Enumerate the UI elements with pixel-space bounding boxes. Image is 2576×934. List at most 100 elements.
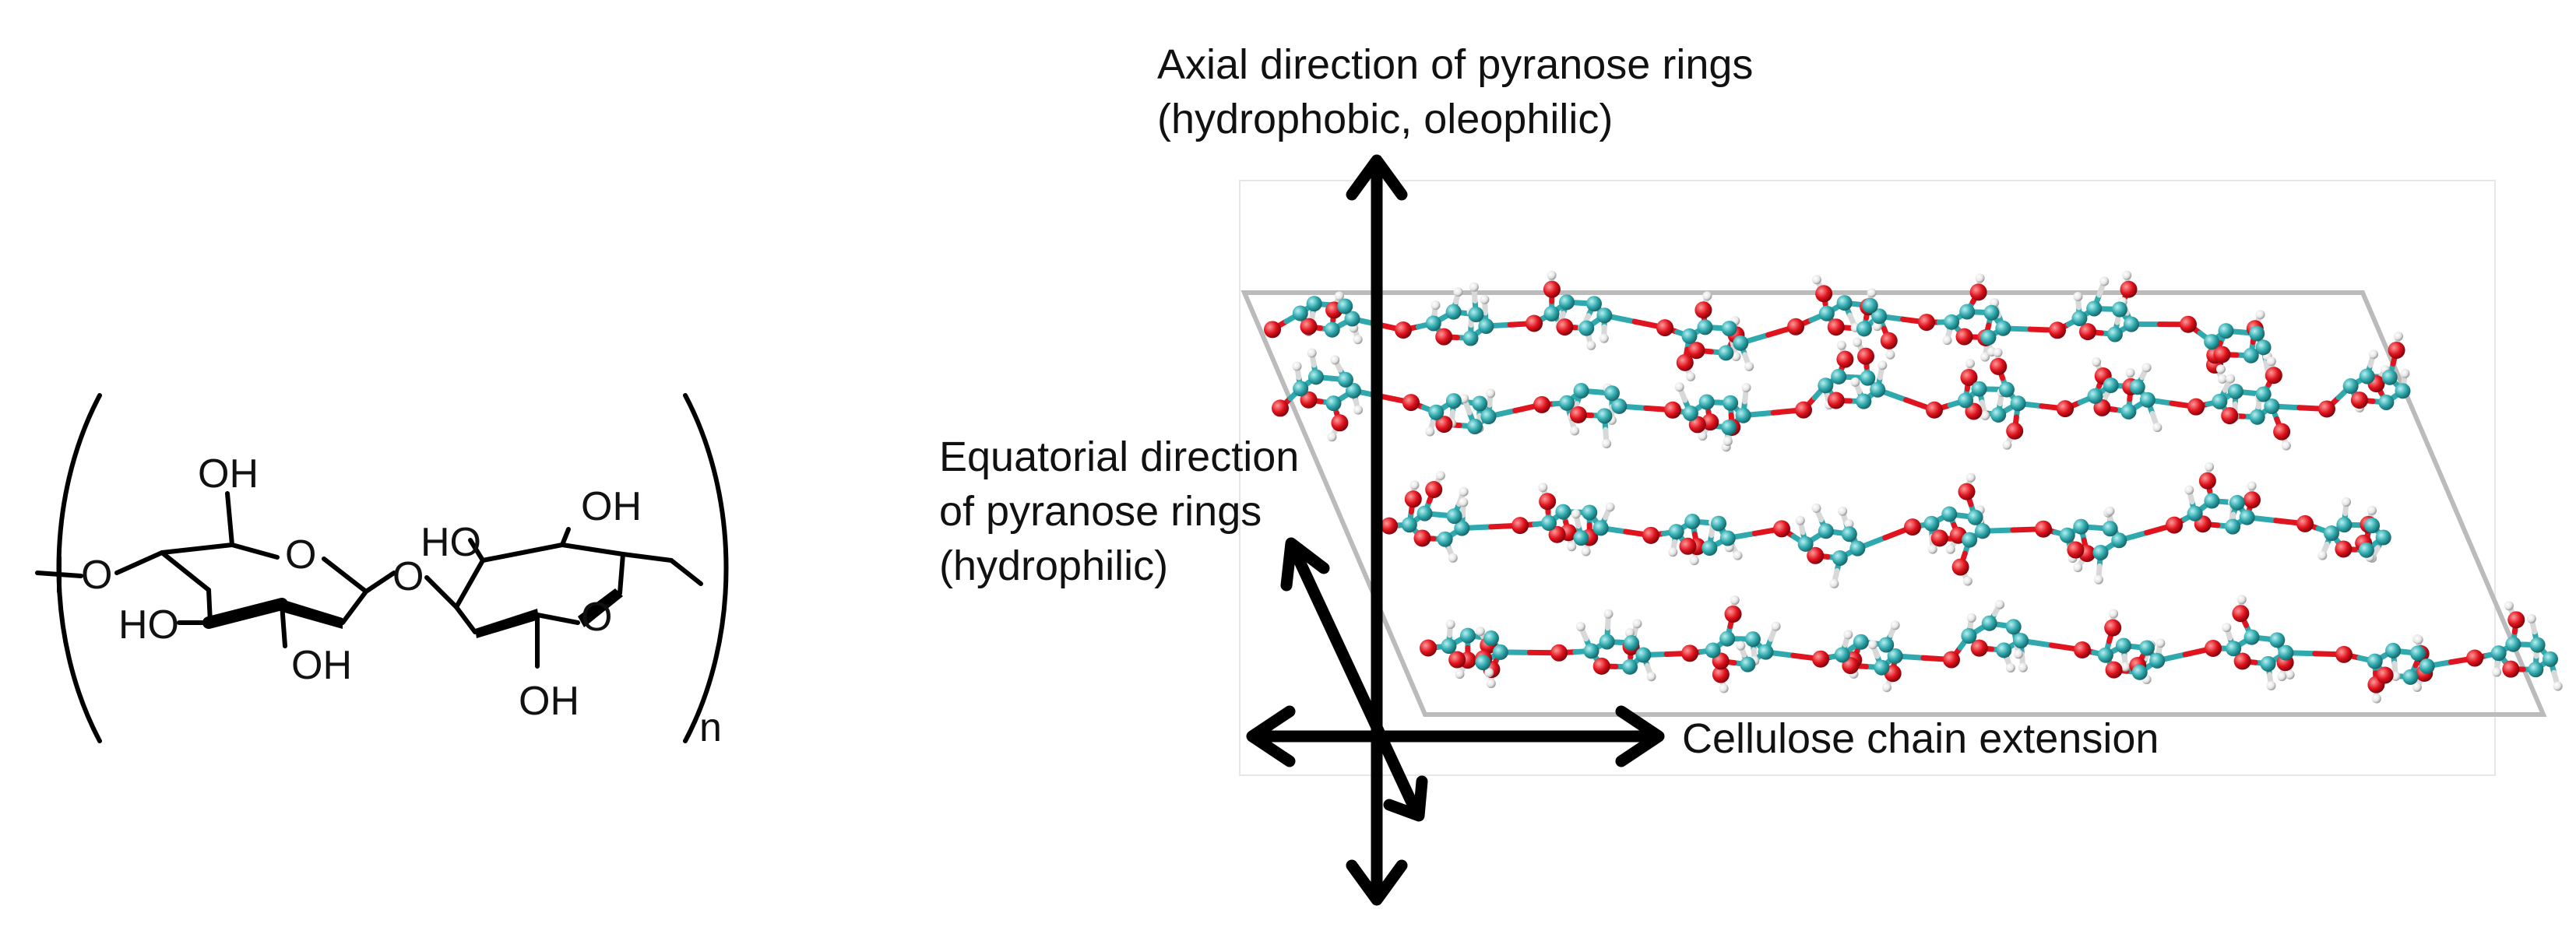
- hydrogen-atom: [1668, 547, 1678, 557]
- carbon-atom: [1959, 304, 1976, 320]
- carbon-atom: [1944, 314, 1960, 330]
- oxygen-atom: [1511, 517, 1529, 535]
- carbon-atom: [1635, 647, 1652, 663]
- carbon-atom: [1871, 308, 1888, 325]
- oxygen-atom: [1543, 280, 1561, 298]
- hydrogen-atom: [1571, 509, 1581, 519]
- carbon-atom: [1543, 306, 1560, 322]
- oxygen-atom: [1425, 481, 1443, 499]
- carbon-atom: [2358, 542, 2374, 558]
- carbon-atom: [1483, 630, 1499, 647]
- oxygen-atom: [2265, 367, 2282, 384]
- carbon-atom: [1723, 395, 1739, 411]
- carbon-atom: [2106, 326, 2123, 342]
- hydrogen-atom: [2317, 550, 2328, 560]
- oxygen-atom: [2166, 516, 2183, 534]
- carbon-atom: [2229, 494, 2245, 511]
- carbon-atom: [1990, 406, 2007, 423]
- carbon-atom: [1967, 509, 1983, 525]
- carbon-atom: [2255, 386, 2272, 402]
- carbon-atom: [1856, 393, 1872, 409]
- hydrogen-atom: [1927, 544, 1937, 554]
- carbon-atom: [1923, 515, 1940, 532]
- oxygen-atom: [1951, 558, 1969, 576]
- ho-label-right: HO: [421, 520, 481, 565]
- hydrogen-atom: [1962, 576, 1972, 586]
- hydrogen-atom: [2281, 441, 2291, 451]
- oxygen-atom: [2049, 321, 2066, 339]
- carbon-atom: [1996, 642, 2012, 658]
- carbon-atom: [1586, 296, 1603, 312]
- oxygen-atom: [1642, 526, 1659, 544]
- hydrogen-atom: [1993, 347, 2003, 357]
- carbon-atom: [1705, 642, 1721, 658]
- hydrogen-atom: [2073, 291, 2083, 301]
- oxygen-atom: [1795, 401, 1812, 419]
- hydrogen-atom: [1838, 506, 1848, 516]
- oxygen-atom: [1943, 651, 1960, 669]
- oxygen-atom: [1402, 394, 1420, 412]
- carbon-atom: [2243, 347, 2259, 363]
- oxygen-atom: [1550, 644, 1568, 662]
- hydrogen-atom: [1480, 294, 1490, 304]
- carbon-atom: [2131, 664, 2148, 680]
- carbon-atom: [1428, 404, 1445, 420]
- carbon-atom: [1582, 504, 1598, 521]
- carbon-atom: [2528, 662, 2544, 678]
- hydrogen-atom: [1409, 480, 1420, 490]
- hydrogen-atom: [1307, 348, 1317, 358]
- carbon-atom: [1836, 295, 1853, 311]
- carbon-atom: [2336, 517, 2353, 533]
- o-label-glycosidic: O: [392, 554, 424, 599]
- hydrogen-atom: [2205, 462, 2215, 472]
- oxygen-atom: [2233, 652, 2251, 670]
- carbon-atom: [1292, 305, 1308, 321]
- hydrogen-atom: [1829, 578, 1839, 588]
- carbon-atom: [1306, 296, 1322, 312]
- carbon-atom: [2378, 394, 2395, 410]
- axial-label-line2: (hydrophobic, oleophilic): [1157, 96, 1614, 142]
- hydrogen-atom: [1811, 503, 1821, 513]
- hydrogen-atom: [1486, 679, 1496, 689]
- carbon-atom: [2129, 379, 2145, 395]
- oxygen-atom: [1836, 350, 1854, 368]
- carbon-atom: [1558, 294, 1575, 311]
- hydrogen-atom: [2266, 681, 2276, 691]
- carbon-atom: [1592, 520, 1609, 536]
- carbon-atom: [1958, 392, 1974, 409]
- carbon-atom: [1995, 320, 2011, 336]
- hydrogen-atom: [1730, 595, 1740, 605]
- oxygen-atom: [1955, 328, 1973, 346]
- carbon-atom: [2212, 393, 2228, 409]
- hydrogen-atom: [1885, 349, 1895, 360]
- hydrogen-atom: [1689, 556, 1699, 566]
- hydrogen-atom: [1945, 544, 1955, 554]
- oxygen-atom: [2035, 520, 2052, 538]
- hydrogen-atom: [1843, 630, 1853, 640]
- hydrogen-atom: [1353, 335, 1363, 345]
- oxygen-atom: [1676, 353, 1694, 371]
- hydrogen-atom: [2400, 368, 2410, 378]
- hydrogen-atom: [2099, 276, 2110, 286]
- direction-arrows: [1246, 154, 1665, 906]
- hydrogen-atom: [1445, 620, 1455, 630]
- right-bracket: [683, 393, 729, 743]
- model-panel-frame: [1239, 180, 2496, 776]
- carbon-atom: [1337, 298, 1353, 314]
- carbon-atom: [1834, 647, 1850, 663]
- carbon-atom: [1445, 304, 1462, 320]
- carbon-atom: [1596, 408, 1613, 424]
- hydrogen-atom: [2285, 669, 2295, 679]
- hydrogen-atom: [1431, 300, 1441, 311]
- hydrogen-atom: [2005, 663, 2015, 673]
- carbon-atom: [1337, 371, 1353, 388]
- carbon-atom: [2115, 637, 2131, 654]
- carbon-atom: [1401, 517, 1417, 533]
- carbon-atom: [1668, 524, 1684, 540]
- carbon-atom: [1697, 319, 1713, 335]
- carbon-atom: [1480, 409, 1497, 425]
- hydrogen-atom: [1469, 282, 1479, 292]
- oxygen-atom: [1420, 639, 1437, 657]
- carbon-atom: [2059, 527, 2075, 543]
- hydrogen-atom: [1980, 410, 1990, 420]
